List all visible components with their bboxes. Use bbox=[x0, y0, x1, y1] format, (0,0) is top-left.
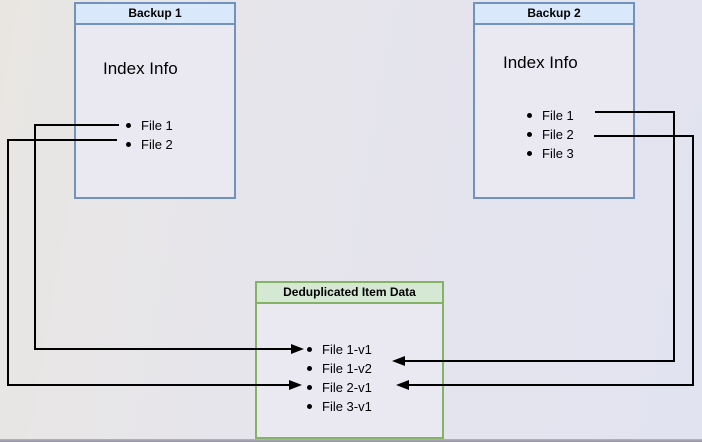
node-backup-1-title: Backup 1 bbox=[76, 4, 234, 25]
connector-segment bbox=[34, 348, 291, 350]
node-backup-2-title: Backup 2 bbox=[475, 4, 633, 25]
list-item: File 3 bbox=[527, 144, 574, 163]
list-item: File 1-v1 bbox=[307, 340, 372, 359]
connector-segment bbox=[7, 139, 9, 386]
connector-segment bbox=[594, 135, 694, 137]
connector-segment bbox=[7, 139, 117, 141]
arrowhead-left-icon bbox=[396, 380, 409, 390]
node-backup-2: Backup 2 Index Info File 1 File 2 File 3 bbox=[473, 2, 635, 199]
list-item: File 2 bbox=[527, 125, 574, 144]
list-item: File 3-v1 bbox=[307, 397, 372, 416]
connector-segment bbox=[595, 111, 675, 113]
list-item: File 2 bbox=[126, 135, 173, 154]
node-dedup-title: Deduplicated Item Data bbox=[257, 283, 442, 304]
arrowhead-left-icon bbox=[392, 356, 405, 366]
connector-segment bbox=[34, 124, 36, 350]
connector-segment bbox=[7, 384, 289, 386]
connector-segment bbox=[405, 360, 675, 362]
node-backup-2-file-list: File 1 File 2 File 3 bbox=[527, 106, 574, 163]
connector-segment bbox=[409, 384, 694, 386]
connector-segment bbox=[34, 124, 119, 126]
node-backup-1-subtitle: Index Info bbox=[103, 59, 178, 78]
arrowhead-right-icon bbox=[291, 344, 304, 354]
window-bottom-edge bbox=[0, 439, 702, 442]
list-item: File 1 bbox=[126, 116, 173, 135]
list-item: File 1 bbox=[527, 106, 574, 125]
arrowhead-right-icon bbox=[289, 380, 302, 390]
node-backup-2-subtitle: Index Info bbox=[503, 53, 578, 72]
connector-segment bbox=[692, 135, 694, 386]
connector-segment bbox=[673, 111, 675, 362]
node-dedup-file-list: File 1-v1 File 1-v2 File 2-v1 File 3-v1 bbox=[307, 340, 372, 416]
list-item: File 2-v1 bbox=[307, 378, 372, 397]
node-backup-1: Backup 1 Index Info File 1 File 2 bbox=[74, 2, 236, 199]
list-item: File 1-v2 bbox=[307, 359, 372, 378]
node-backup-1-file-list: File 1 File 2 bbox=[126, 116, 173, 154]
